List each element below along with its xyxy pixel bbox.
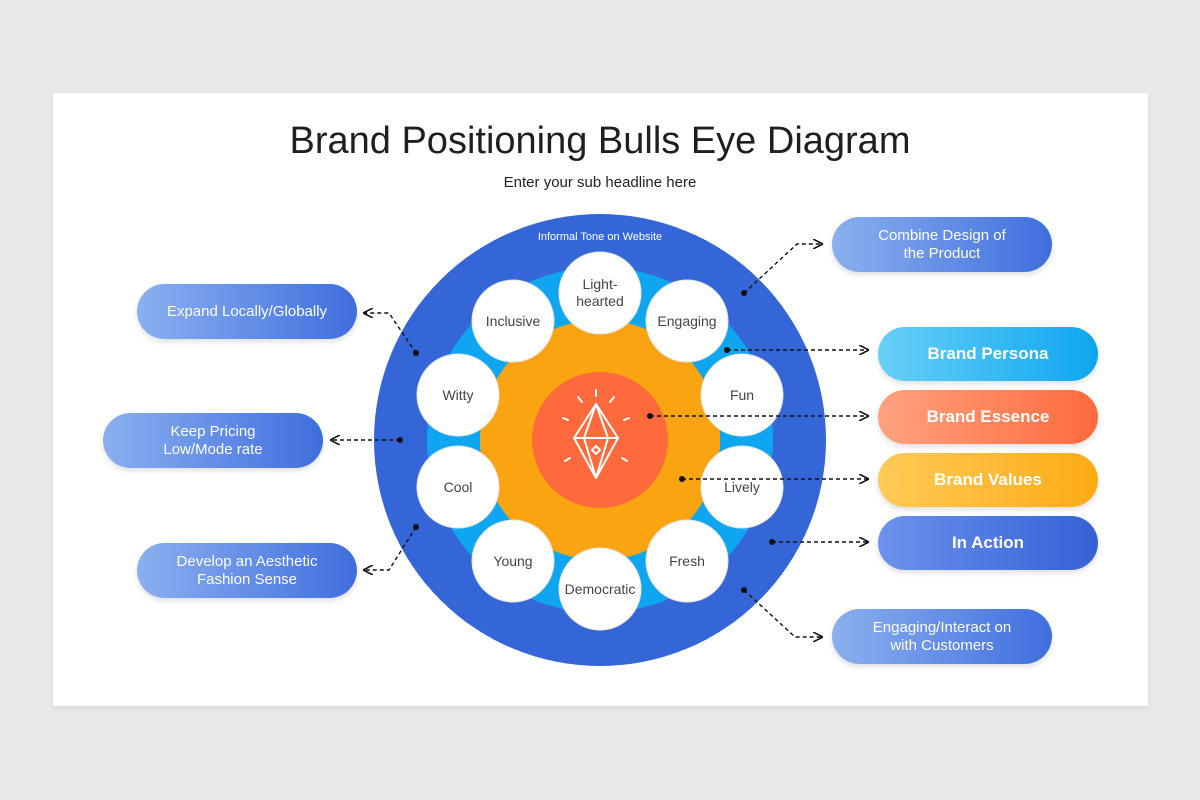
trait-cool: Cool	[416, 445, 500, 529]
connector-dots	[397, 290, 775, 593]
trait-label: Engaging	[657, 313, 716, 329]
trait-label-line2: hearted	[576, 293, 623, 309]
connector-expand	[364, 313, 417, 354]
trait-label: Inclusive	[486, 313, 541, 329]
pill-pricing: Keep Pricing Low/Mode rate	[103, 413, 323, 468]
trait-young: Young	[471, 519, 555, 603]
pill-in-action-label: In Action	[951, 533, 1025, 552]
pill-brand-essence-label: Brand Essence	[926, 407, 1050, 426]
trait-label: Fresh	[669, 553, 705, 569]
pill-engage: Engaging/Interact on with Customers	[832, 609, 1052, 664]
trait-fresh: Fresh	[645, 519, 729, 603]
diamond-icon	[562, 389, 630, 479]
pill-brand-persona-label: Brand Persona	[927, 344, 1049, 363]
pill-brand-essence: Brand Essence	[878, 390, 1098, 444]
trait-engaging: Engaging	[645, 279, 729, 363]
pill-expand-label: Expand Locally/Globally	[166, 302, 328, 320]
connector-engage	[743, 589, 822, 637]
page-title: Brand Positioning Bulls Eye Diagram	[289, 120, 911, 162]
trait-inclusive: Inclusive	[471, 279, 555, 363]
connector-aesthetic	[364, 526, 417, 570]
trait-label: Witty	[442, 387, 473, 403]
pill-aesthetic-label: Develop an Aesthetic Fashion Sense	[176, 552, 318, 588]
trait-label-line1: Light-	[582, 276, 617, 292]
trait-label: Fun	[730, 387, 754, 403]
pill-expand: Expand Locally/Globally	[137, 284, 357, 339]
trait-lively: Lively	[700, 445, 784, 529]
trait-label: Democratic	[565, 581, 636, 597]
pill-brand-values-label: Brand Values	[934, 470, 1042, 489]
pill-aesthetic: Develop an Aesthetic Fashion Sense	[137, 543, 357, 598]
trait-democratic: Democratic	[558, 547, 642, 631]
pill-in-action: In Action	[878, 516, 1098, 570]
pill-brand-persona: Brand Persona	[878, 327, 1098, 381]
page-subtitle: Enter your sub headline here	[503, 174, 697, 191]
trait-label: Cool	[444, 479, 473, 495]
trait-fun: Fun	[700, 353, 784, 437]
trait-label: Lively	[724, 479, 760, 495]
connectors	[331, 244, 868, 637]
core-circle	[532, 372, 668, 508]
trait-lighthearted: Light- hearted	[558, 251, 642, 335]
pill-combine-label: Combine Design of the Product	[878, 226, 1006, 262]
ring-label: Informal Tone on Website	[538, 231, 662, 243]
trait-circles: Light- hearted Engaging Fun Lively Fresh…	[416, 251, 784, 631]
trait-witty: Witty	[416, 353, 500, 437]
pill-engage-label: Engaging/Interact on with Customers	[872, 618, 1012, 654]
pill-pricing-label: Keep Pricing Low/Mode rate	[163, 422, 263, 458]
connector-combine	[743, 244, 822, 294]
pill-brand-values: Brand Values	[878, 453, 1098, 507]
pill-combine: Combine Design of the Product	[832, 217, 1052, 272]
trait-label: Young	[493, 553, 532, 569]
